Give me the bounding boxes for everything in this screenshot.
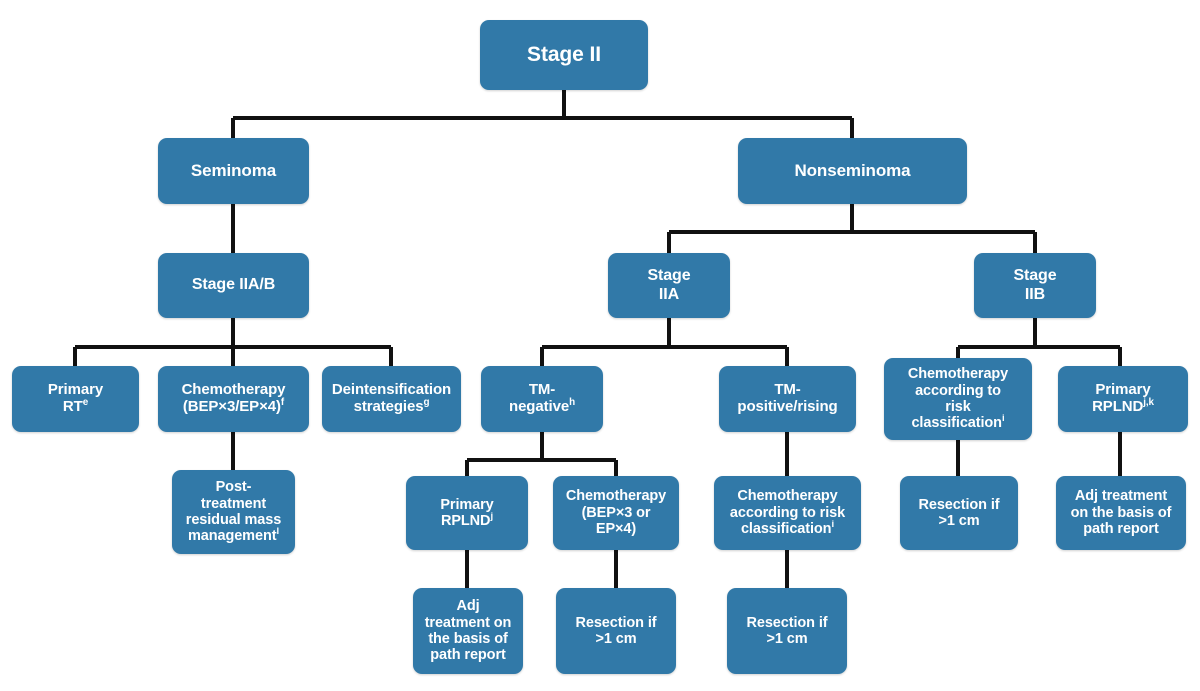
node-stage-iiab[interactable]: Stage IIA/B <box>158 253 309 318</box>
line-1: TM- <box>528 381 556 399</box>
footnote-marker: l <box>276 526 279 538</box>
line-2: RT <box>62 398 83 415</box>
node-resection-tm-positive-label: Resection if >1 cm <box>742 615 833 648</box>
node-stage-iib[interactable]: Stage IIB <box>974 253 1096 318</box>
line-2: treatment on <box>424 614 512 631</box>
line-3: classification <box>740 521 832 538</box>
node-chemotherapy-bep3-ep4-label: Chemotherapy (BEP×3/EP×4)f <box>177 381 291 416</box>
line-2: >1 cm <box>766 631 808 647</box>
line-2: on the basis of <box>1070 504 1172 521</box>
node-primary-rt-label: Primary RTe <box>43 381 108 416</box>
line-1: Primary <box>440 496 494 513</box>
line-2: (BEP×3/EP×4) <box>182 398 281 415</box>
node-nonseminoma[interactable]: Nonseminoma <box>738 138 967 204</box>
node-deintensification-strategies[interactable]: Deintensification strategiesg <box>322 366 461 432</box>
node-chemotherapy-risk-classification-iia[interactable]: Chemotherapy according to risk classific… <box>714 476 861 550</box>
line-2: positive/rising <box>737 398 838 415</box>
line-2: strategies <box>353 398 424 415</box>
line-1: TM- <box>774 381 801 399</box>
node-adj-treatment-path-report-iib-label: Adj treatment on the basis of path repor… <box>1066 488 1177 537</box>
line-1: Adj treatment <box>1074 488 1168 505</box>
line-2: according to <box>915 382 1001 399</box>
node-stage-iia[interactable]: Stage IIA <box>608 253 730 318</box>
line-4: classification <box>911 415 1002 432</box>
node-post-treatment-residual-mass-label: Post- treatment residual mass management… <box>181 479 286 545</box>
line-2: according to risk <box>729 504 846 521</box>
line-1: Primary <box>47 381 104 399</box>
line-3: path report <box>1083 521 1159 538</box>
line-2: negative <box>509 398 570 415</box>
line-3: residual mass <box>185 512 282 528</box>
line-4: management <box>187 528 277 545</box>
line-3: EP×4) <box>595 521 637 538</box>
line-1: Chemotherapy <box>907 366 1009 383</box>
footnote-marker: i <box>1001 413 1005 425</box>
node-resection-chemotherapy-iia[interactable]: Resection if >1 cm <box>556 588 676 674</box>
line-1: Chemotherapy <box>565 488 667 505</box>
node-post-treatment-residual-mass[interactable]: Post- treatment residual mass management… <box>172 470 295 554</box>
node-deintensification-strategies-label: Deintensification strategiesg <box>327 381 456 416</box>
line-2: >1 cm <box>938 513 980 529</box>
node-seminoma-label: Seminoma <box>190 161 277 181</box>
node-stage-iiab-label: Stage IIA/B <box>191 276 276 294</box>
line-1: Stage <box>1013 267 1057 285</box>
footnote-marker: f <box>280 397 285 408</box>
line-1: Stage <box>647 267 691 285</box>
node-tm-positive-rising[interactable]: TM- positive/rising <box>719 366 856 432</box>
node-nonseminoma-label: Nonseminoma <box>794 161 911 181</box>
line-1: Chemotherapy <box>737 488 838 505</box>
footnote-marker: h <box>569 397 575 408</box>
node-primary-rplnd-j-label: Primary RPLNDj <box>435 497 498 530</box>
node-tm-negative[interactable]: TM- negativeh <box>481 366 603 432</box>
node-stage-ii[interactable]: Stage II <box>480 20 648 90</box>
line-2: treatment <box>200 495 267 512</box>
line-1: Deintensification <box>331 381 452 399</box>
node-chemotherapy-risk-classification-iib-label: Chemotherapy according to risk classific… <box>903 366 1013 432</box>
node-seminoma[interactable]: Seminoma <box>158 138 309 204</box>
line-3: the basis of <box>428 631 508 647</box>
node-primary-rt[interactable]: Primary RTe <box>12 366 139 432</box>
node-adj-treatment-path-report-rplnd[interactable]: Adj treatment on the basis of path repor… <box>413 588 523 674</box>
node-chemotherapy-bep3-or-ep4-label: Chemotherapy (BEP×3 or EP×4) <box>561 488 671 537</box>
line-1: Resection if <box>918 496 1000 513</box>
line-2: (BEP×3 or <box>581 504 651 521</box>
node-primary-rplnd-jk-label: Primary RPLNDj,k <box>1087 381 1159 416</box>
line-2: RPLND <box>1092 398 1144 415</box>
line-2: RPLND <box>440 513 491 529</box>
line-1: Resection if <box>746 614 828 631</box>
line-3: risk <box>945 399 971 415</box>
node-resection-iib[interactable]: Resection if >1 cm <box>900 476 1018 550</box>
node-tm-positive-rising-label: TM- positive/rising <box>732 381 842 416</box>
line-1: Chemotherapy <box>181 381 286 399</box>
footnote-marker: j <box>490 511 493 523</box>
line-4: path report <box>430 647 506 664</box>
footnote-marker: e <box>82 397 89 408</box>
node-resection-iib-label: Resection if >1 cm <box>914 497 1005 530</box>
node-stage-ii-label: Stage II <box>527 43 601 67</box>
node-tm-negative-label: TM- negativeh <box>504 381 580 416</box>
line-1: Adj <box>456 598 480 615</box>
node-chemotherapy-risk-classification-iia-label: Chemotherapy according to risk classific… <box>725 488 850 537</box>
node-adj-treatment-path-report-iib[interactable]: Adj treatment on the basis of path repor… <box>1056 476 1186 550</box>
line-2: IIA <box>658 285 680 303</box>
node-chemotherapy-bep3-ep4[interactable]: Chemotherapy (BEP×3/EP×4)f <box>158 366 309 432</box>
line-1: Primary <box>1095 381 1151 399</box>
node-stage-iia-label: Stage IIA <box>642 267 695 303</box>
node-primary-rplnd-j[interactable]: Primary RPLNDj <box>406 476 528 550</box>
node-adj-treatment-path-report-rplnd-label: Adj treatment on the basis of path repor… <box>420 598 517 664</box>
node-chemotherapy-bep3-or-ep4[interactable]: Chemotherapy (BEP×3 or EP×4) <box>553 476 679 550</box>
node-chemotherapy-risk-classification-iib[interactable]: Chemotherapy according to risk classific… <box>884 358 1032 440</box>
line-1: Post- <box>215 479 252 496</box>
line-2: IIB <box>1024 285 1046 303</box>
footnote-marker: g <box>423 397 430 408</box>
footnote-marker: j,k <box>1143 397 1154 408</box>
footnote-marker: i <box>831 519 835 531</box>
node-primary-rplnd-jk[interactable]: Primary RPLNDj,k <box>1058 366 1188 432</box>
line-1: Resection if <box>575 614 657 631</box>
node-resection-tm-positive[interactable]: Resection if >1 cm <box>727 588 847 674</box>
line-2: >1 cm <box>595 631 637 647</box>
node-stage-iib-label: Stage IIB <box>1008 267 1061 303</box>
node-resection-chemotherapy-iia-label: Resection if >1 cm <box>571 615 662 648</box>
